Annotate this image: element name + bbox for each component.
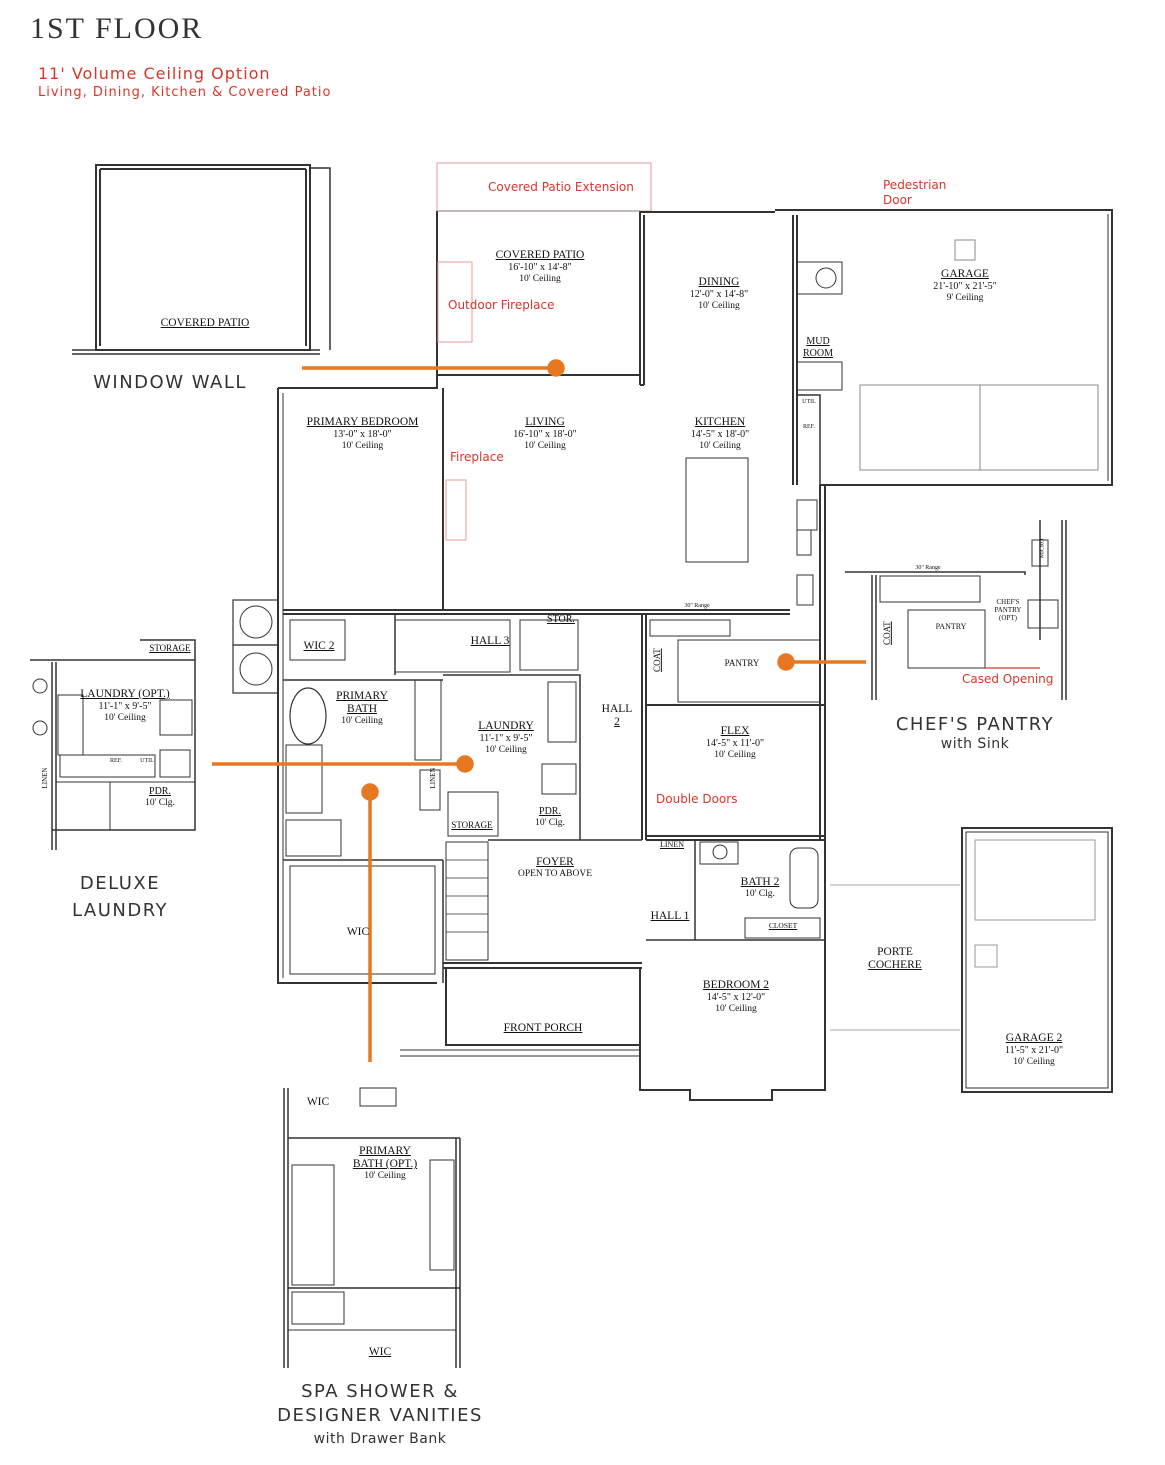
ref-label: REF. xyxy=(802,424,816,430)
annotation-pedestrian-door-2: Door xyxy=(883,193,912,207)
inset-linen-label: LINEN xyxy=(40,767,49,789)
room-living: LIVING 16'-10" x 18'-0" 10' Ceiling xyxy=(513,416,577,451)
wic-room xyxy=(289,865,436,975)
room-garage: GARAGE 21'-10" x 21'-5" 9' Ceiling xyxy=(933,268,997,303)
room-kitchen: KITCHEN 14'-5" x 18'-0" 10' Ceiling xyxy=(690,416,750,451)
spa-shower-inset-drawing xyxy=(283,1087,461,1368)
hall2-wall xyxy=(641,614,647,840)
window-wall-inset-drawing xyxy=(72,164,331,355)
garage-outer-wall xyxy=(640,209,1113,486)
room-garage-2: GARAGE 2 11'-5" x 21'-0" 10' Ceiling xyxy=(1004,1032,1064,1067)
util-label: UTIL xyxy=(802,399,816,405)
room-dining: DINING 12'-0" x 14'-8" 10' Ceiling xyxy=(689,276,749,311)
inset-storage-label: STORAGE xyxy=(149,643,191,653)
range-label: 30" Range xyxy=(684,603,710,609)
bedroom2-outline xyxy=(639,839,826,1101)
room-mud-room: MUD ROOM xyxy=(802,336,833,359)
room-hall-3: HALL 3 xyxy=(470,635,510,647)
west-exterior-wall xyxy=(277,375,644,984)
room-pdr: PDR. 10' Clg. xyxy=(535,806,565,828)
room-laundry: LAUNDRY 11'-1" x 9'-5" 10' Ceiling xyxy=(478,720,534,755)
annotation-pedestrian-door-1: Pedestrian xyxy=(883,178,947,192)
annotation-outdoor-fireplace: Outdoor Fireplace xyxy=(448,298,555,312)
inset-coat-label: COAT xyxy=(881,621,892,645)
annotation-cased-opening: Cased Opening xyxy=(962,672,1054,686)
annotation-covered-patio-extension: Covered Patio Extension xyxy=(488,180,634,194)
flex-walls xyxy=(646,704,825,837)
room-covered-patio: COVERED PATIO 16'-10" x 14'-8" 10' Ceili… xyxy=(495,249,585,284)
chefs-pantry-callout-dot xyxy=(777,653,795,671)
inset-pdr-label: PDR. 10' Clg. xyxy=(145,786,175,808)
spa-shower-callout-dot xyxy=(361,783,379,801)
garage-doors xyxy=(859,384,1099,471)
room-coat: COAT xyxy=(651,648,662,672)
inset-ref-label: REF. xyxy=(109,758,123,764)
option-detail: Living, Dining, Kitchen & Covered Patio xyxy=(38,85,332,100)
room-front-porch: FRONT PORCH xyxy=(503,1022,583,1034)
callout-lines xyxy=(212,359,866,1062)
room-porte-cochere: PORTE COCHERE xyxy=(868,946,922,972)
room-wic-2: WIC 2 xyxy=(303,640,335,652)
room-primary-bedroom: PRIMARY BEDROOM 13'-0" x 18'-0" 10' Ceil… xyxy=(306,416,419,451)
inset-chefs-pantry-label: CHEF'S PANTRY (OPT) xyxy=(994,598,1022,623)
inset-range-label: 30" Range xyxy=(915,565,941,571)
dining-west-wall xyxy=(639,215,645,385)
room-storage: STORAGE xyxy=(451,820,493,830)
inset-wic-top-label: WIC xyxy=(306,1096,330,1108)
hall-wall xyxy=(283,609,790,615)
room-stor: STOR. xyxy=(547,614,575,625)
garage-dining-wall xyxy=(792,215,798,485)
room-pantry: PANTRY xyxy=(724,658,760,668)
caption-chefs-pantry: CHEF'S PANTRY xyxy=(895,714,1055,735)
room-primary-bath: PRIMARY BATH 10' Ceiling xyxy=(336,690,388,727)
room-flex: FLEX 14'-5" x 11'-0" 10' Ceiling xyxy=(705,725,765,760)
inset-pantry-label: PANTRY xyxy=(935,622,967,631)
caption-window-wall: WINDOW WALL xyxy=(93,372,247,393)
room-linen-hall: LINEN xyxy=(660,840,684,849)
room-closet: CLOSET xyxy=(768,921,798,930)
annotation-fireplace: Fireplace xyxy=(450,450,504,464)
room-bath-2: BATH 2 10' Clg. xyxy=(740,876,780,900)
chefs-pantry-inset-drawing xyxy=(845,520,1067,700)
covered-patio-outline xyxy=(436,211,641,376)
pantry-room xyxy=(677,639,821,703)
window-wall-callout-dot xyxy=(547,359,565,377)
inset-primary-bath-opt-label: PRIMARY BATH (OPT.) 10' Ceiling xyxy=(352,1145,418,1182)
page-title: 1ST FLOOR xyxy=(30,12,204,45)
room-foyer: FOYER OPEN TO ABOVE xyxy=(517,856,593,880)
inset-covered-patio-label: COVERED PATIO xyxy=(160,317,250,329)
room-bedroom-2: BEDROOM 2 14'-5" x 12'-0" 10' Ceiling xyxy=(702,979,770,1014)
inset-util-label: UTIL xyxy=(140,758,154,764)
stairs xyxy=(445,841,489,961)
garage2-outline xyxy=(961,827,1113,1093)
option-title: 11' Volume Ceiling Option xyxy=(38,64,271,83)
deluxe-laundry-inset-drawing xyxy=(30,639,196,850)
caption-chefs-pantry-sub: with Sink xyxy=(940,736,1010,752)
caption-spa-shower: SPA SHOWER & DESIGNER VANITIES xyxy=(277,1381,483,1427)
kitchen-island xyxy=(685,457,749,563)
inset-wic-bottom-label: WIC xyxy=(368,1346,392,1358)
inset-laundry-opt-label: LAUNDRY (OPT.) 11'-1" x 9'-5" 10' Ceilin… xyxy=(80,688,170,723)
room-wic: WIC xyxy=(346,926,370,938)
room-hall-2: HALL 2 xyxy=(601,703,633,729)
main-plan-walls xyxy=(232,162,1113,1101)
annotation-double-doors: Double Doors xyxy=(656,792,738,806)
caption-spa-shower-sub: with Drawer Bank xyxy=(313,1431,447,1447)
room-linen-primary: LINEN xyxy=(428,767,437,789)
inset-micro-label: MICRO xyxy=(1039,538,1046,559)
room-hall-1: HALL 1 xyxy=(650,910,690,922)
caption-deluxe-laundry: DELUXE LAUNDRY xyxy=(71,873,169,921)
deluxe-laundry-callout-dot xyxy=(456,755,474,773)
